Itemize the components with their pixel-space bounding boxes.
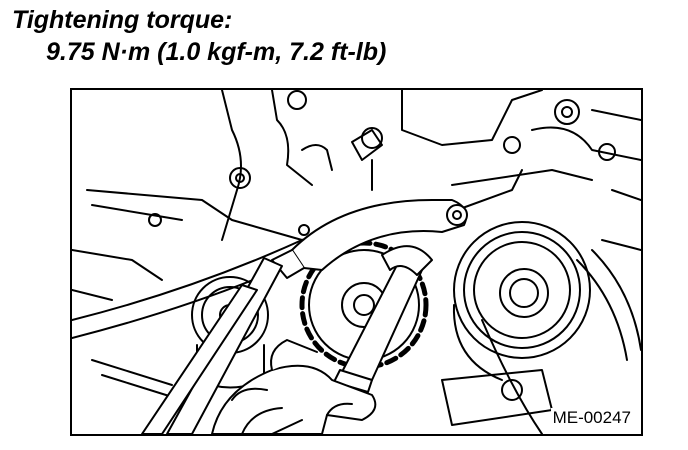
block-bolt-heads (148, 90, 616, 236)
torque-heading: Tightening torque: 9.75 N·m (1.0 kgf-m, … (12, 4, 386, 68)
engine-illustration (72, 90, 641, 434)
illustration-frame: ME-00247 (70, 88, 643, 436)
engine-block (72, 90, 641, 301)
socket-wrench (333, 245, 433, 393)
torque-label: Tightening torque: (12, 6, 233, 34)
torque-value: 9.75 N·m (1.0 kgf-m, 7.2 ft-lb) (46, 38, 387, 66)
figure-code: ME-00247 (550, 408, 633, 428)
tool-handles (141, 257, 283, 434)
tensioner-pulley (452, 221, 591, 381)
hand-illustration (211, 339, 377, 434)
timing-belt (72, 239, 641, 434)
sprocket-holder-tool (271, 199, 468, 279)
